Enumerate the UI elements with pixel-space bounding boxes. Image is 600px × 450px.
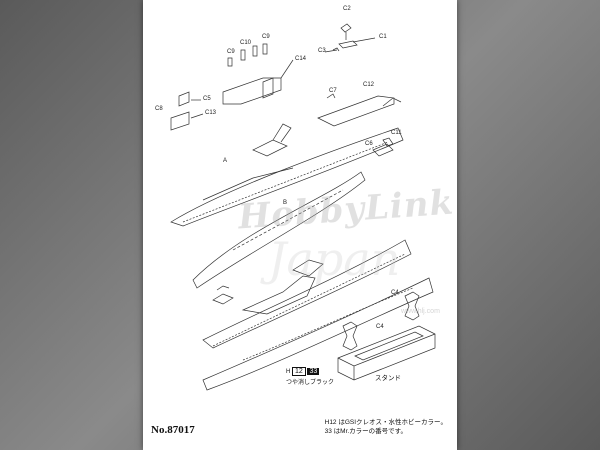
part-c3-drawing <box>332 47 340 52</box>
stand-support-c4-drawing <box>404 291 420 321</box>
paint-code-hobby: 12 <box>292 367 306 376</box>
label-c3: C3 <box>318 48 326 54</box>
label-c1: C1 <box>379 34 387 40</box>
instruction-sheet: C2 C1 C3 C9 C10 C9 C14 C8 C5 C13 C7 C12 … <box>143 0 457 450</box>
part-c6-drawing <box>372 143 394 157</box>
label-c7: C7 <box>329 88 337 94</box>
stand-base-drawing <box>337 325 436 381</box>
hull-part-a-drawing <box>170 127 404 227</box>
label-c9: C9 <box>227 49 235 55</box>
watermark-url: www.hlj.com <box>401 308 440 315</box>
stand-label: スタンド <box>375 375 401 382</box>
label-a: A <box>223 158 228 164</box>
label-c8: C8 <box>155 106 163 112</box>
part-c1-drawing <box>338 32 358 49</box>
assembled-ship-lower-drawing <box>202 277 434 391</box>
label-c6: C6 <box>365 141 373 147</box>
paint-note-2: 33 はMr.カラーの番号です。 <box>324 428 408 435</box>
part-c12-drawing <box>317 95 395 127</box>
part-c2-drawing <box>340 23 352 33</box>
label-c9b: C9 <box>262 34 270 40</box>
label-c10: C10 <box>240 40 252 46</box>
label-c5: C5 <box>203 96 211 102</box>
assembled-ship-upper-drawing <box>202 239 412 349</box>
label-c11: C11 <box>391 130 402 136</box>
hull-part-b-drawing <box>192 171 366 289</box>
assembly-diagram <box>170 23 436 391</box>
part-c9-c10-drawing <box>227 43 268 67</box>
paint-notes: H12 はGSIクレオス・水性ホビーカラー。 33 はMr.カラーの番号です。 <box>325 418 447 436</box>
paint-callout: H 12 33 つや消しブラック <box>286 367 334 386</box>
watermark-script: Japan <box>268 232 401 286</box>
part-c13-drawing <box>170 91 190 131</box>
label-c4-a: C4 <box>391 290 399 296</box>
part-c7-drawing <box>326 93 336 99</box>
paint-note-1: H12 はGSIクレオス・水性ホビーカラー。 <box>324 419 447 426</box>
paint-description: つや消しブラック <box>286 380 335 386</box>
model-number: No.87017 <box>151 424 195 436</box>
label-c2: C2 <box>343 6 351 12</box>
part-c14-drawing <box>222 77 282 105</box>
stand-support-c4b-drawing <box>342 321 358 351</box>
label-c14: C14 <box>295 56 307 62</box>
label-b: B <box>283 200 288 206</box>
label-c13: C13 <box>205 110 217 116</box>
paint-code-mr: 33 <box>307 368 320 375</box>
label-c4-b: C4 <box>376 324 384 330</box>
label-c12: C12 <box>363 82 375 88</box>
paint-prefix: H <box>286 369 291 375</box>
